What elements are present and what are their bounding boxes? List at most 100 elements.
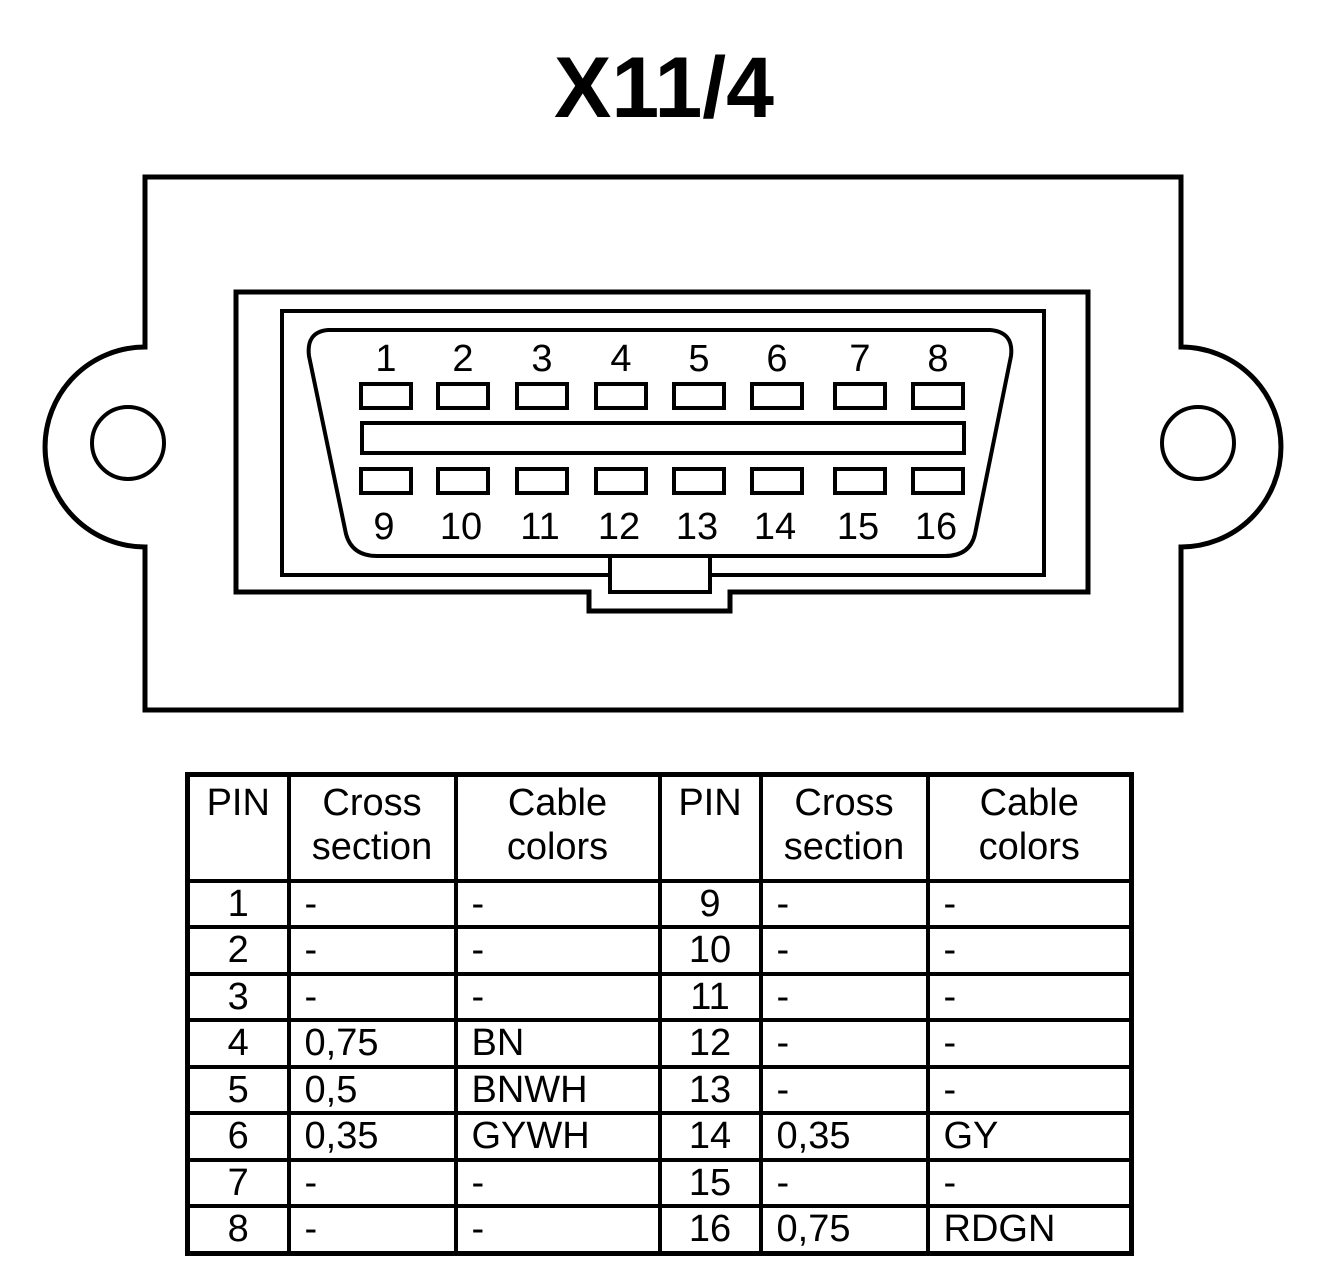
pin-cell: 15 [657,1157,763,1209]
pin-number-label: 7 [849,338,870,380]
pin-contact [515,382,569,410]
key-tab [608,554,712,594]
cross-section-cell: 0,75 [286,1018,458,1069]
cable-color-cell: - [925,1018,1134,1069]
cable-color-cell: - [453,878,662,930]
pin-contact [833,382,887,410]
pin-cell: 2 [185,925,291,976]
pin-cell: 8 [185,1204,291,1256]
cross-section-cell: 0,75 [758,1204,930,1256]
cable-color-cell: - [453,1157,662,1209]
cable-color-cell: - [925,971,1134,1023]
cross-section-cell: 0,35 [758,1111,930,1162]
left-mounting-hole [90,405,166,481]
center-bar [360,421,966,455]
pin-number-label: 8 [927,338,948,380]
pin-contact [672,382,726,410]
pin-number-label: 5 [688,338,709,380]
pin-contact [594,467,648,495]
pin-number-label: 14 [754,506,796,548]
cable-color-cell: BN [453,1018,662,1069]
table-row: 3--11-- [185,971,1134,1023]
cable-color-cell: - [453,1204,662,1256]
cross-section-cell: 0,35 [286,1111,458,1162]
pin-cell: 5 [185,1064,291,1116]
pin-number-label: 6 [766,338,787,380]
cross-section-cell: - [286,971,458,1023]
cross-section-cell: - [286,925,458,976]
pin-cell: 3 [185,971,291,1023]
cross-section-cell: - [758,878,930,930]
table-row: 1--9-- [185,878,1134,930]
cable-color-cell: - [925,925,1134,976]
pin-cell: 4 [185,1018,291,1069]
pin-number-label: 2 [452,338,473,380]
cross-section-cell: - [758,1157,930,1209]
cross-section-cell: - [758,1064,930,1116]
cross-section-cell: - [758,1018,930,1069]
pin-contact [833,467,887,495]
pin-cell: 12 [657,1018,763,1069]
cable-color-cell: - [925,1157,1134,1209]
cross-section-cell: 0,5 [286,1064,458,1116]
pin-number-label: 16 [915,506,957,548]
pin-number-label: 9 [373,506,394,548]
right-mounting-hole [1160,405,1236,481]
pin-cell: 7 [185,1157,291,1209]
pin-cell: 16 [657,1204,763,1256]
pin-contact [359,467,413,495]
cable-color-cell: - [925,1064,1134,1116]
pin-contact [911,382,965,410]
cable-color-cell: - [453,925,662,976]
pin-cell: 14 [657,1111,763,1162]
pin-number-label: 1 [375,338,396,380]
pin-cell: 9 [657,878,763,930]
pin-cell: 13 [657,1064,763,1116]
pin-number-label: 11 [520,506,559,548]
cross-section-cell: - [758,925,930,976]
cross-section-cell: - [286,878,458,930]
pin-contact [594,382,648,410]
pin-number-label: 13 [676,506,718,548]
pin-cell: 1 [185,878,291,930]
diagram-title: X11/4 [554,40,774,136]
pin-contact [436,382,490,410]
pin-number-label: 15 [837,506,879,548]
pin-contact [515,467,569,495]
pin-number-label: 4 [610,338,631,380]
cross-section-cell: - [286,1204,458,1256]
cable-color-cell: GYWH [453,1111,662,1162]
cable-color-cell: - [453,971,662,1023]
cross-section-cell: - [286,1157,458,1209]
pin-cell: 6 [185,1111,291,1162]
pin-contact [359,382,413,410]
cable-color-cell: GY [925,1111,1134,1162]
header-pin: PIN [185,772,291,883]
cable-color-cell: BNWH [453,1064,662,1116]
pin-cell: 11 [657,971,763,1023]
pin-contact [911,467,965,495]
pin-contact [436,467,490,495]
pin-number-label: 10 [440,506,482,548]
pin-number-label: 3 [531,338,552,380]
cross-section-cell: - [758,971,930,1023]
pin-contact [672,467,726,495]
pin-contact [750,467,804,495]
pin-number-label: 12 [598,506,640,548]
table-row: 7--15-- [185,1157,1134,1209]
cable-color-cell: RDGN [925,1204,1134,1256]
cable-color-cell: - [925,878,1134,930]
pin-cell: 10 [657,925,763,976]
header-pin: PIN [657,772,763,883]
pin-contact [750,382,804,410]
